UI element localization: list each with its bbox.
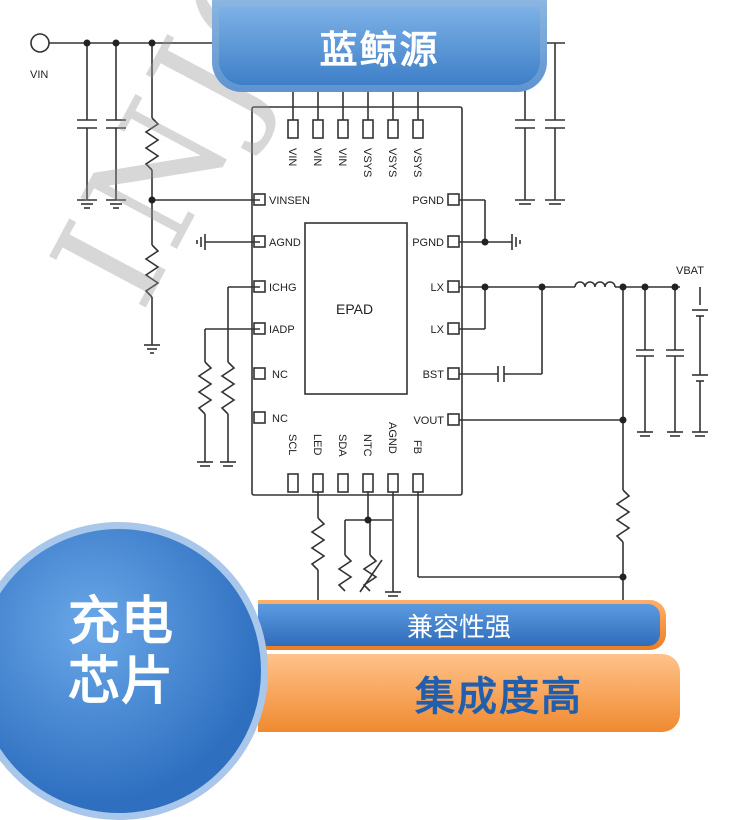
pin-top-4: VSYS: [361, 148, 373, 177]
pin-right-4: LX: [431, 324, 445, 336]
epad-block: [304, 222, 408, 395]
brand-name: 蓝鲸源: [319, 27, 440, 72]
stage: VIN VBAT EPAD VINSEN AGND ICHG IADP NC N…: [0, 0, 708, 820]
brand-tab-inner: 蓝鲸源: [219, 7, 540, 85]
vbat-label: VBAT: [676, 265, 704, 277]
feature-banner-1: 兼容性强: [258, 600, 666, 650]
product-title: 充电 芯片: [68, 592, 218, 712]
pin-top-1: VIN: [286, 148, 298, 166]
pin-top-3: VIN: [336, 148, 348, 166]
pin-left-1: VINSEN: [269, 195, 310, 207]
pin-bottom-5: AGND: [386, 422, 398, 454]
pin-left-5: NC: [272, 369, 288, 381]
pin-right-3: LX: [431, 282, 445, 294]
feature-banner-1-inner: 兼容性强: [258, 604, 660, 646]
pin-right-5: BST: [423, 369, 445, 381]
pin-top-6: VSYS: [411, 148, 423, 177]
pin-bottom-3: SDA: [336, 434, 348, 457]
brand-tab: 蓝鲸源: [212, 0, 547, 92]
pin-bottom-4: NTC: [361, 434, 373, 457]
feature-banner-2: 集成度高: [258, 654, 680, 732]
pin-right-1: PGND: [412, 195, 444, 207]
pin-top-5: VSYS: [386, 148, 398, 177]
feature-2-text: 集成度高: [415, 674, 583, 720]
schematic-diagram: VIN VBAT EPAD VINSEN AGND ICHG IADP NC N…: [30, 33, 708, 600]
pin-left-4: IADP: [269, 324, 295, 336]
epad-label: EPAD: [336, 301, 373, 317]
vin-terminal: [30, 33, 50, 53]
pin-right-6: VOUT: [413, 415, 444, 427]
pin-left-3: ICHG: [269, 282, 297, 294]
pin-left-2: AGND: [269, 237, 301, 249]
pin-left-6: NC: [272, 413, 288, 425]
pin-bottom-1: SCL: [286, 434, 298, 455]
product-title-line-1: 充电: [68, 592, 175, 652]
pin-bottom-2: LED: [311, 434, 323, 455]
feature-1-text: 兼容性强: [406, 612, 511, 643]
ic-body: [251, 106, 463, 496]
pin-right-2: PGND: [412, 237, 444, 249]
vin-label: VIN: [30, 69, 48, 81]
pin-top-2: VIN: [311, 148, 323, 166]
product-title-line-2: 芯片: [68, 652, 175, 712]
pin-bottom-6: FB: [411, 440, 423, 454]
